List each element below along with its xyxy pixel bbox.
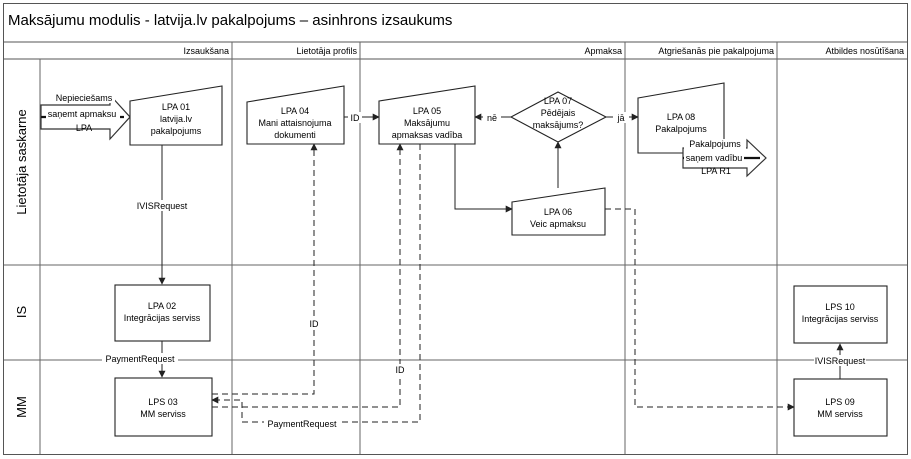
label-bg <box>814 355 866 366</box>
label-bg <box>136 200 188 211</box>
column-header-lietotaja-profils: Lietotāja profils <box>296 46 357 56</box>
node-lpa01: LPA 01 latvija.lv pakalpojums <box>129 85 223 146</box>
start-arrow-text-1: Nepieciešams <box>56 93 113 103</box>
connector-lpa05-lpa06 <box>454 144 513 213</box>
diagram-title: Maksājumu modulis - latvija.lv pakalpoju… <box>8 12 452 29</box>
node-lps10-line1: Integrācijas serviss <box>802 314 879 324</box>
node-lpa07: LPA 07 Pēdējais maksājums? <box>509 91 608 143</box>
label-paymentrequest-2: PaymentRequest <box>267 419 337 429</box>
start-arrow: Nepieciešams saņemt apmaksu LPA <box>40 93 131 141</box>
node-lps10: LPS 10 Integrācijas serviss <box>793 285 888 344</box>
column-header-atgriesanas: Atgriešanās pie pakalpojuma <box>658 46 774 56</box>
node-lpa04-line1: Mani attaisnojuma <box>258 118 331 128</box>
node-lpa05-id: LPA 05 <box>413 106 441 116</box>
connector-lpa06-lps09 <box>605 208 795 411</box>
node-lpa06: LPA 06 Veic apmaksu <box>511 187 606 236</box>
label-bg <box>102 353 178 364</box>
label-bg <box>307 318 321 329</box>
node-lpa02-line1: Integrācijas serviss <box>124 313 201 323</box>
node-lpa05: LPA 05 Maksājumu apmaksas vadība <box>378 85 476 145</box>
label-ivisrequest-2: IVISRequest <box>815 356 866 366</box>
node-lpa08-line1: Pakalpojums <box>655 124 707 134</box>
node-lps09-id: LPS 09 <box>825 397 855 407</box>
lane-label-mm: MM <box>14 396 29 418</box>
label-bg <box>613 112 629 123</box>
start-arrow-text-2: saņemt apmaksu <box>48 109 117 119</box>
label-ja: jā <box>616 113 624 123</box>
node-lpa04-line2: dokumenti <box>274 130 316 140</box>
lane-label-is: IS <box>14 306 29 319</box>
label-id-low: ID <box>310 319 320 329</box>
label-id-top: ID <box>351 113 361 123</box>
connector-lps03-lpa04 <box>212 143 318 395</box>
node-lpa07-line1: Pēdējais <box>541 108 576 118</box>
column-header-apmaksa: Apmaksa <box>584 46 622 56</box>
node-lpa01-line1: latvija.lv <box>160 114 193 124</box>
node-lps09-line1: MM serviss <box>817 409 863 419</box>
node-lpa07-id: LPA 07 <box>544 96 572 106</box>
node-lpa08-id: LPA 08 <box>667 112 695 122</box>
node-lpa07-line2: maksājums? <box>533 120 584 130</box>
node-lpa01-id: LPA 01 <box>162 102 190 112</box>
node-lpa05-line1: Maksājumu <box>404 118 450 128</box>
lane-label-lietotaja-saskarne: Lietotāja saskarne <box>14 109 29 215</box>
label-ivisrequest-1: IVISRequest <box>137 201 188 211</box>
node-lpa02-id: LPA 02 <box>148 301 176 311</box>
label-bg <box>348 112 362 123</box>
end-arrow-text-1: Pakalpojums <box>689 139 741 149</box>
end-arrow: Pakalpojums saņem vadību LPA R1 <box>682 138 767 178</box>
connector-lpa05-lps03 <box>211 144 421 423</box>
label-bg <box>483 112 501 123</box>
node-lpa06-id: LPA 06 <box>544 207 572 217</box>
node-lpa04-id: LPA 04 <box>281 106 309 116</box>
node-lps09: LPS 09 MM serviss <box>793 378 888 437</box>
node-lpa01-line2: pakalpojums <box>151 126 202 136</box>
label-bg <box>393 364 407 375</box>
column-header-izsauksana: Izsaukšana <box>183 46 229 56</box>
start-arrow-text-3: LPA <box>76 123 92 133</box>
column-header-atbildes-nosutisana: Atbildes nosūtīšana <box>825 46 904 56</box>
node-lps03-id: LPS 03 <box>148 397 178 407</box>
node-lps10-id: LPS 10 <box>825 302 855 312</box>
node-lps03: LPS 03 MM serviss <box>114 377 213 437</box>
node-lpa05-line2: apmaksas vadība <box>392 130 463 140</box>
node-lps03-line1: MM serviss <box>140 409 186 419</box>
label-bg <box>264 418 340 429</box>
label-paymentrequest-1: PaymentRequest <box>105 354 175 364</box>
end-arrow-text-3: LPA R1 <box>701 166 731 176</box>
node-lpa02: LPA 02 Integrācijas serviss <box>114 284 211 342</box>
label-ne: nē <box>487 113 497 123</box>
connector-lps03-lpa05 <box>212 143 404 408</box>
end-arrow-text-2: saņem vadību <box>686 153 743 163</box>
label-id-mid: ID <box>396 365 406 375</box>
node-lpa04: LPA 04 Mani attaisnojuma dokumenti <box>246 85 345 145</box>
node-lpa06-line1: Veic apmaksu <box>530 219 586 229</box>
